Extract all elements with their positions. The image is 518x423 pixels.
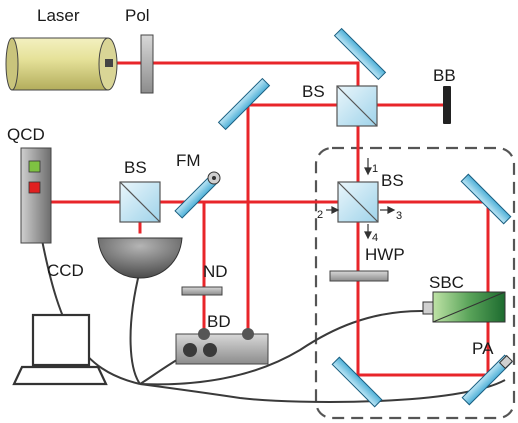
polarizer — [140, 34, 154, 94]
label-bs-top: BS — [302, 82, 325, 101]
label-bs-left: BS — [124, 158, 147, 177]
label-laser: Laser — [37, 6, 80, 25]
port-arrows — [326, 158, 396, 240]
label-qcd: QCD — [7, 125, 45, 144]
beam-block — [443, 86, 451, 124]
beamsplitter-center — [337, 181, 379, 223]
laser-source — [5, 37, 118, 91]
computer — [12, 313, 108, 386]
label-fm: FM — [176, 151, 201, 170]
cable-sbc — [139, 309, 426, 386]
label-sbc: SBC — [429, 273, 464, 292]
label-bb: BB — [433, 66, 456, 85]
qcd-detector — [20, 147, 52, 244]
label-bd: BD — [207, 312, 231, 331]
polarization-analyzer — [461, 354, 514, 406]
cable-bd — [139, 357, 181, 385]
soleil-babinet-compensator — [422, 291, 506, 323]
measurement-enclosure — [314, 146, 516, 420]
label-bs-center: BS — [381, 171, 404, 190]
label-nd: ND — [203, 262, 228, 281]
port-label-1: 1 — [372, 163, 378, 175]
port-label-2: 2 — [317, 209, 323, 221]
qcd-red-indicator — [28, 181, 41, 194]
label-ccd: CCD — [47, 261, 84, 280]
qcd-green-indicator — [28, 160, 41, 173]
mirror-bottom-left — [331, 356, 383, 408]
cable-pa — [139, 379, 506, 404]
mirror-top-right — [333, 27, 387, 81]
ccd-camera — [97, 237, 183, 279]
beamsplitter-left — [119, 181, 161, 223]
label-pol: Pol — [125, 6, 150, 25]
mirror-right-top — [460, 173, 512, 225]
mirror-upper-left — [217, 77, 271, 131]
cable-ccd — [129, 269, 141, 385]
beamsplitter-top — [336, 85, 378, 127]
balanced-detector — [175, 328, 269, 365]
label-pa: PA — [472, 339, 494, 358]
laser-beams — [48, 61, 490, 377]
label-hwp: HWP — [365, 245, 405, 264]
nd-filter — [181, 286, 223, 296]
port-label-4: 4 — [372, 232, 378, 244]
flip-mirror — [174, 171, 221, 219]
port-label-3: 3 — [396, 210, 402, 222]
half-wave-plate — [329, 270, 389, 282]
